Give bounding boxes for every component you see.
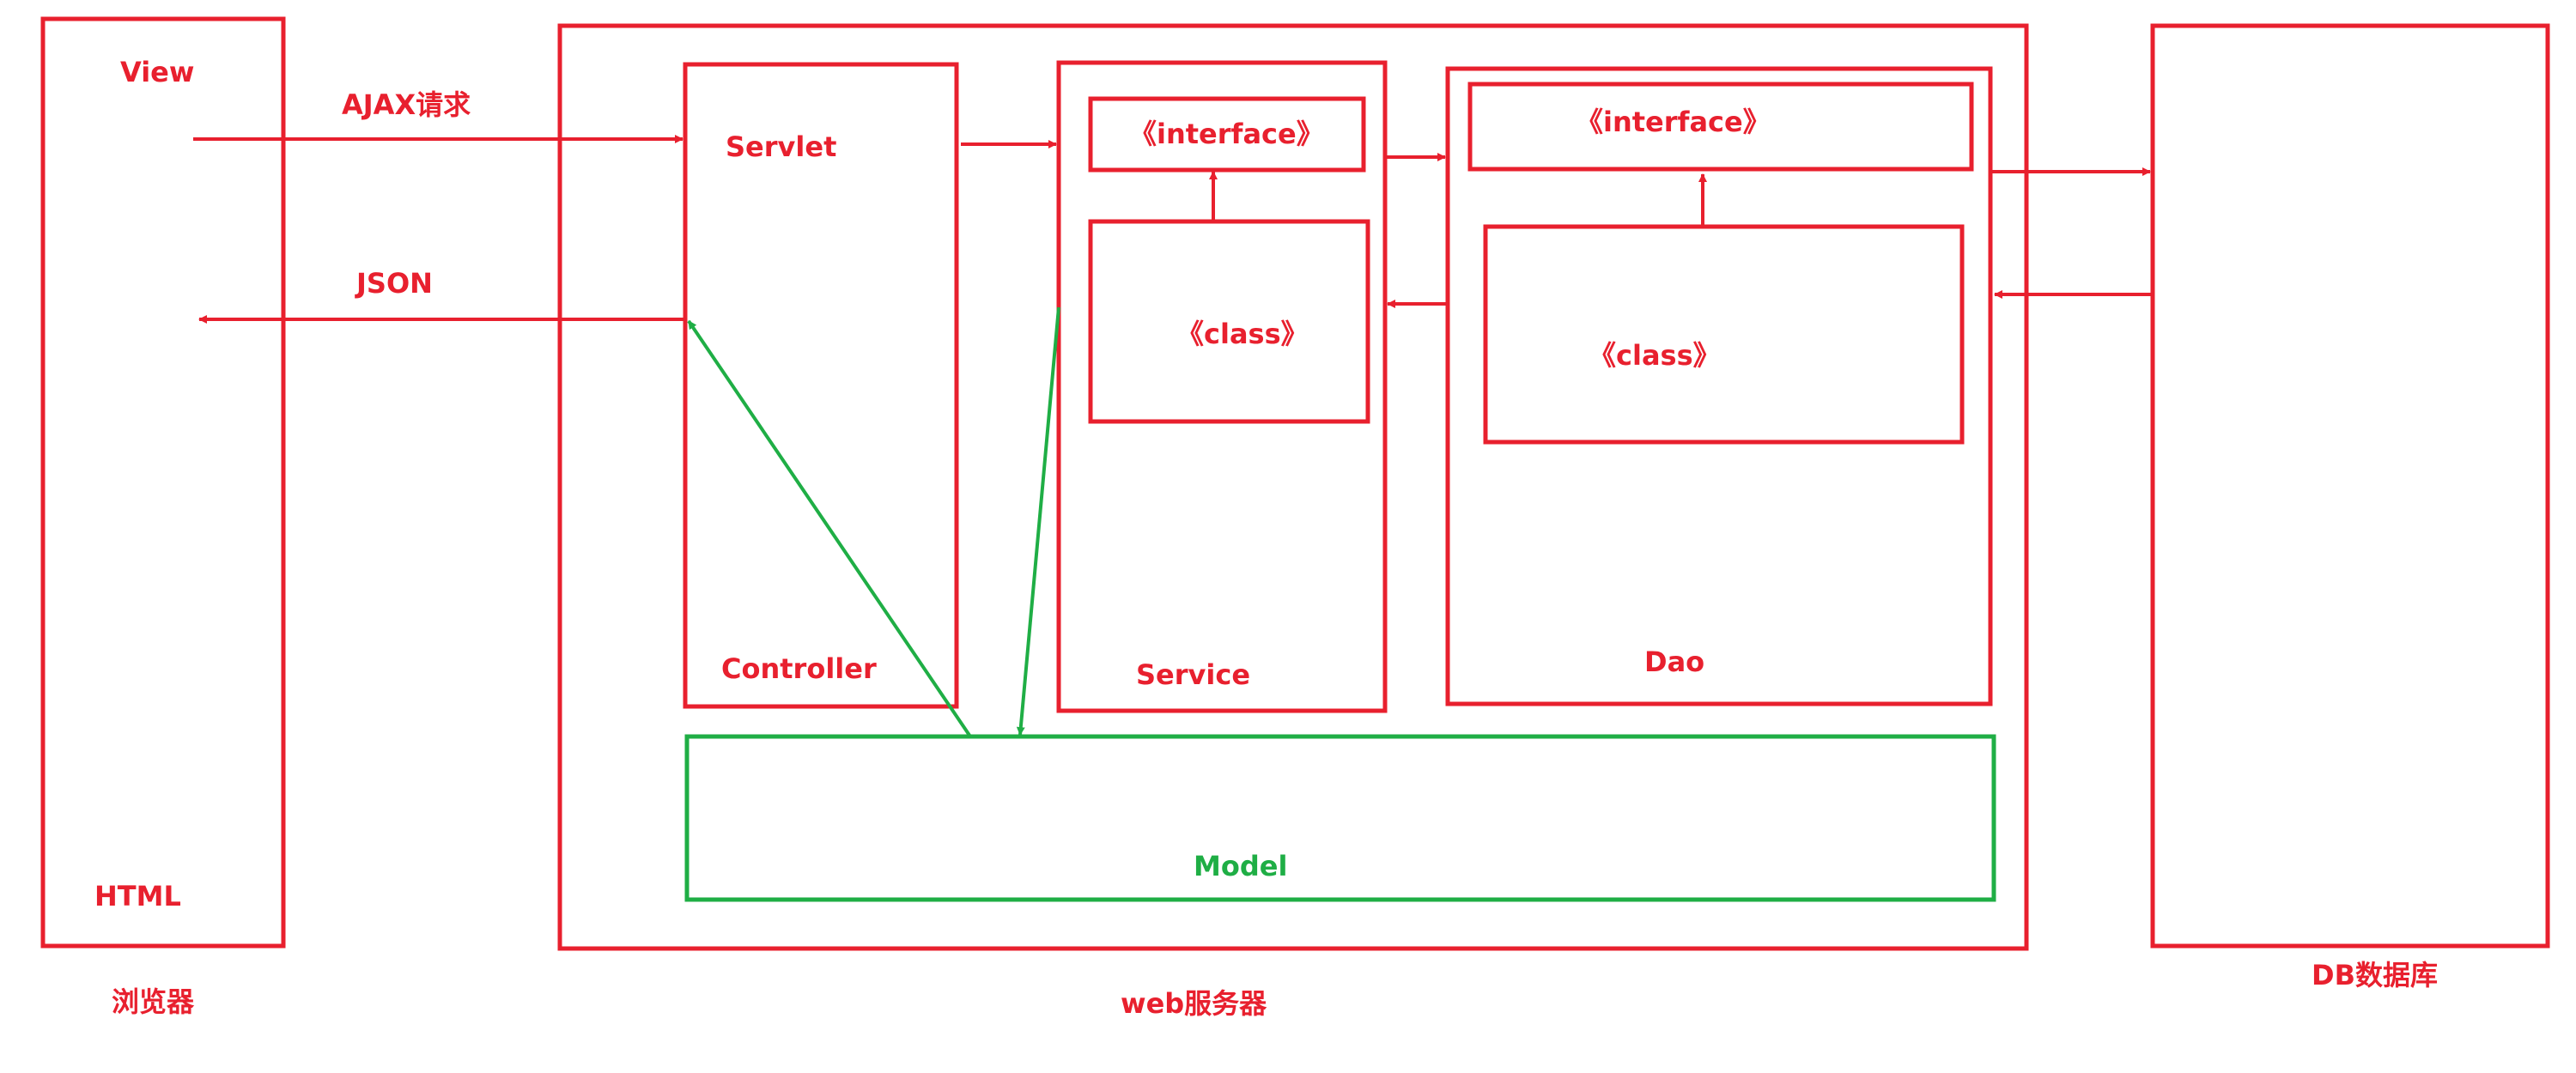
service-interface-label: 《interface》	[1129, 118, 1324, 150]
view-label: View	[120, 56, 194, 88]
ajax-request-label: AJAX请求	[342, 88, 471, 121]
dao-class-label: 《class》	[1589, 339, 1721, 372]
dao-interface-box	[1467, 82, 1974, 172]
html-label: HTML	[94, 880, 181, 912]
browser-caption: 浏览器	[112, 985, 195, 1018]
dao-interface-label: 《interface》	[1576, 106, 1771, 138]
controller-box	[683, 62, 959, 709]
web-server-caption: web服务器	[1121, 987, 1267, 1020]
service-class-label: 《class》	[1176, 318, 1309, 350]
service-box	[1056, 60, 1388, 713]
model-to-controller-arrow	[687, 319, 972, 738]
web-server-box	[557, 23, 2029, 951]
dao-label: Dao	[1644, 646, 1704, 678]
dao-class-box	[1483, 224, 1965, 445]
service-to-model-arrow	[1016, 306, 1060, 736]
service-class-box	[1088, 219, 1370, 424]
dao-box	[1445, 66, 1993, 706]
database-box	[2150, 23, 2550, 949]
database-caption: DB数据库	[2312, 959, 2438, 991]
model-label: Model	[1194, 850, 1287, 882]
service-label: Service	[1136, 658, 1250, 691]
servlet-label: Servlet	[726, 130, 836, 163]
browser-box	[40, 16, 286, 949]
model-box	[684, 734, 1996, 902]
controller-label: Controller	[721, 652, 877, 685]
service-interface-box	[1088, 96, 1366, 173]
json-response-label: JSON	[355, 267, 433, 300]
